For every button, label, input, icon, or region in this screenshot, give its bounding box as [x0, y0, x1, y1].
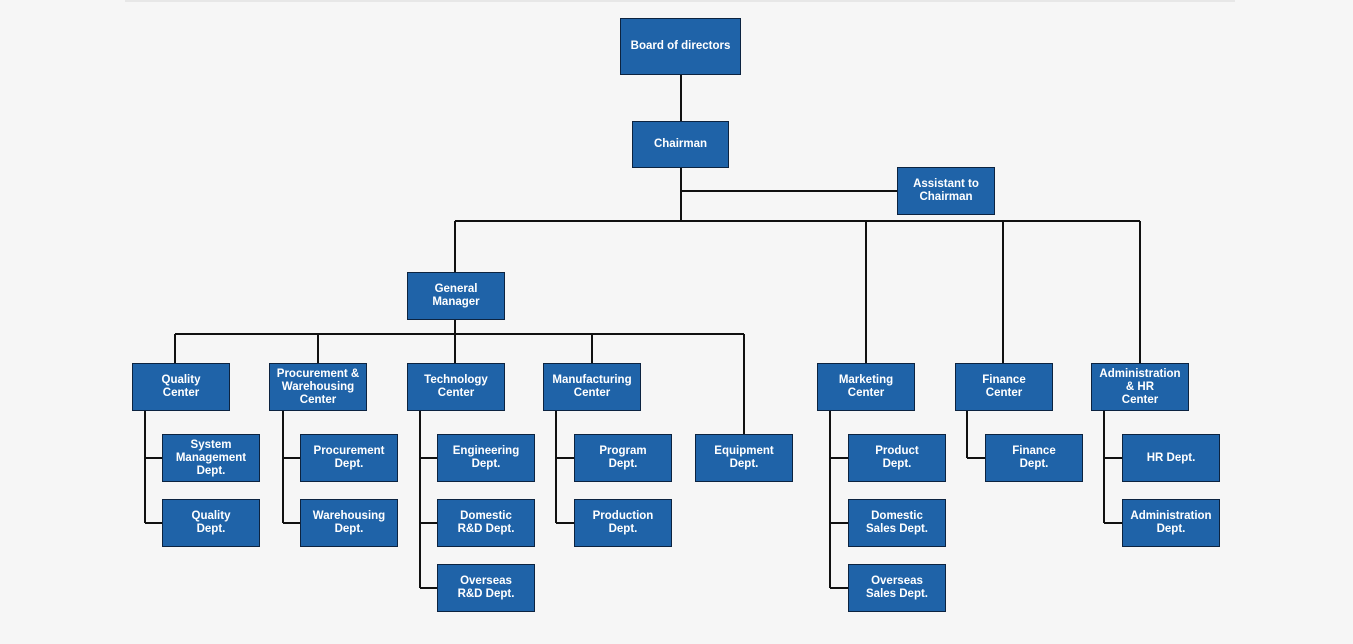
node-technology-center: Technology Center [407, 363, 505, 411]
node-program-dept: Program Dept. [574, 434, 672, 482]
node-quality-center: Quality Center [132, 363, 230, 411]
node-production-dept: Production Dept. [574, 499, 672, 547]
node-finance-center: Finance Center [955, 363, 1053, 411]
top-strip [125, 0, 1235, 2]
node-product-dept: Product Dept. [848, 434, 946, 482]
node-domestic-rd-dept: Domestic R&D Dept. [437, 499, 535, 547]
node-manufacturing-center: Manufacturing Center [543, 363, 641, 411]
node-procurement-warehousing-center: Procurement & Warehousing Center [269, 363, 367, 411]
node-marketing-center: Marketing Center [817, 363, 915, 411]
node-equipment-dept: Equipment Dept. [695, 434, 793, 482]
node-overseas-sales-dept: Overseas Sales Dept. [848, 564, 946, 612]
node-chairman: Chairman [632, 121, 729, 168]
node-overseas-rd-dept: Overseas R&D Dept. [437, 564, 535, 612]
node-domestic-sales-dept: Domestic Sales Dept. [848, 499, 946, 547]
node-board-of-directors: Board of directors [620, 18, 741, 75]
node-engineering-dept: Engineering Dept. [437, 434, 535, 482]
node-warehousing-dept: Warehousing Dept. [300, 499, 398, 547]
node-finance-dept: Finance Dept. [985, 434, 1083, 482]
node-admin-hr-center: Administration & HR Center [1091, 363, 1189, 411]
node-assistant-to-chairman: Assistant to Chairman [897, 167, 995, 215]
node-procurement-dept: Procurement Dept. [300, 434, 398, 482]
node-general-manager: General Manager [407, 272, 505, 320]
node-system-management-dept: System Management Dept. [162, 434, 260, 482]
node-hr-dept: HR Dept. [1122, 434, 1220, 482]
node-administration-dept: Administration Dept. [1122, 499, 1220, 547]
node-quality-dept: Quality Dept. [162, 499, 260, 547]
